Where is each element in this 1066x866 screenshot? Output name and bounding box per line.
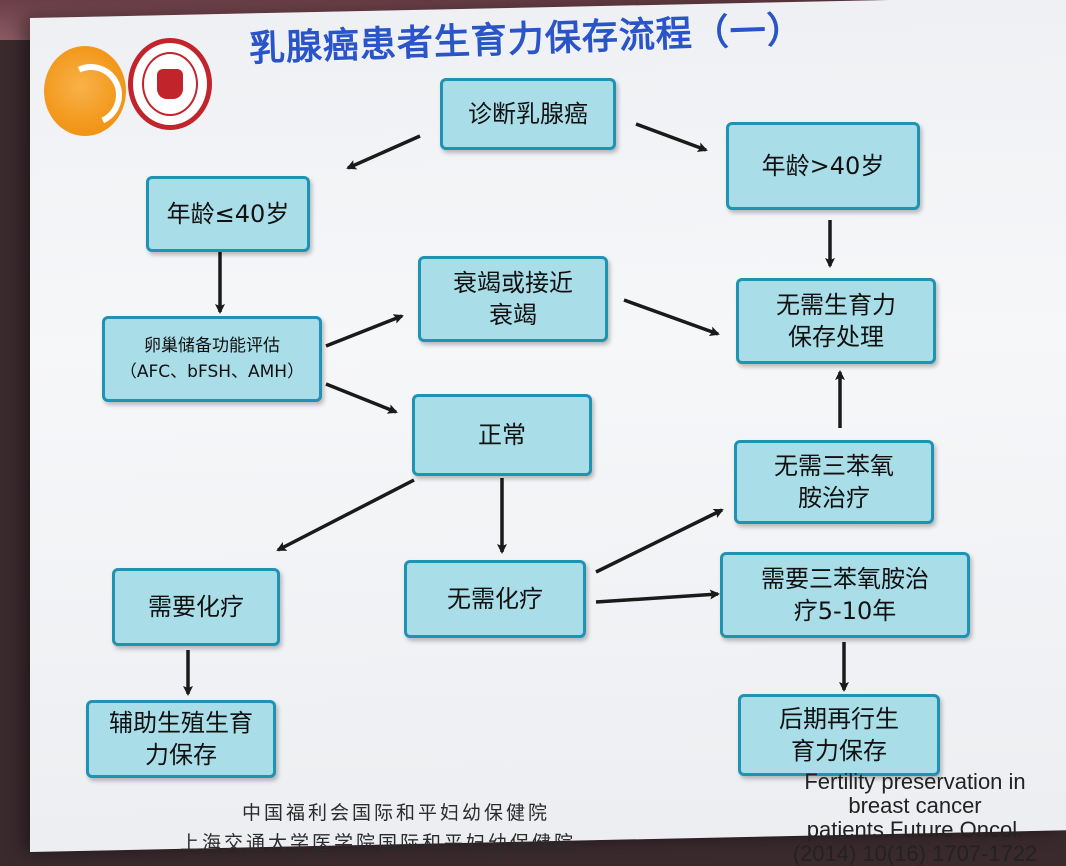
university-seal-icon — [128, 38, 212, 130]
arrow-no-chemo-to-no-tam — [595, 508, 724, 574]
node-age-over-40: 年龄>40岁 — [726, 122, 920, 210]
node-failure: 衰竭或接近 衰竭 — [418, 256, 608, 342]
arrow-diagnosis-to-age-under — [346, 134, 421, 170]
node-no-need-fp: 无需生育力 保存处理 — [736, 278, 936, 364]
institution-footer: 中国福利会国际和平妇幼保健院 上海交通大学医学院国际和平妇幼保健院 — [180, 798, 760, 858]
node-no-tam: 无需三苯氧 胺治疗 — [734, 440, 934, 524]
node-ovarian-eval: 卵巢储备功能评估 （AFC、bFSH、AMH） — [102, 316, 322, 402]
node-later-fp: 后期再行生 育力保存 — [738, 694, 940, 776]
node-age-under-40: 年龄≤40岁 — [146, 176, 310, 252]
arrow-ovarian-eval-to-normal — [325, 382, 398, 414]
orange-swirl-logo-icon — [44, 46, 131, 136]
node-diagnosis: 诊断乳腺癌 — [440, 78, 616, 150]
arrow-ovarian-eval-to-failure — [325, 314, 404, 348]
node-need-chemo: 需要化疗 — [112, 568, 280, 646]
footer-line-1: 中国福利会国际和平妇幼保健院 — [242, 802, 551, 824]
arrow-no-chemo-to-need-tam — [595, 589, 720, 604]
arrow-failure-to-no-need-fp — [623, 298, 720, 336]
node-normal: 正常 — [412, 394, 592, 476]
arrow-normal-to-need-chemo — [276, 478, 415, 552]
node-no-chemo: 无需化疗 — [404, 560, 586, 638]
footer-line-2: 上海交通大学医学院国际和平妇幼保健院 — [180, 832, 577, 854]
arrow-diagnosis-to-age-over — [635, 122, 708, 152]
node-assisted-repro: 辅助生殖生育 力保存 — [86, 700, 276, 778]
node-need-tam: 需要三苯氧胺治 疗5-10年 — [720, 552, 970, 638]
